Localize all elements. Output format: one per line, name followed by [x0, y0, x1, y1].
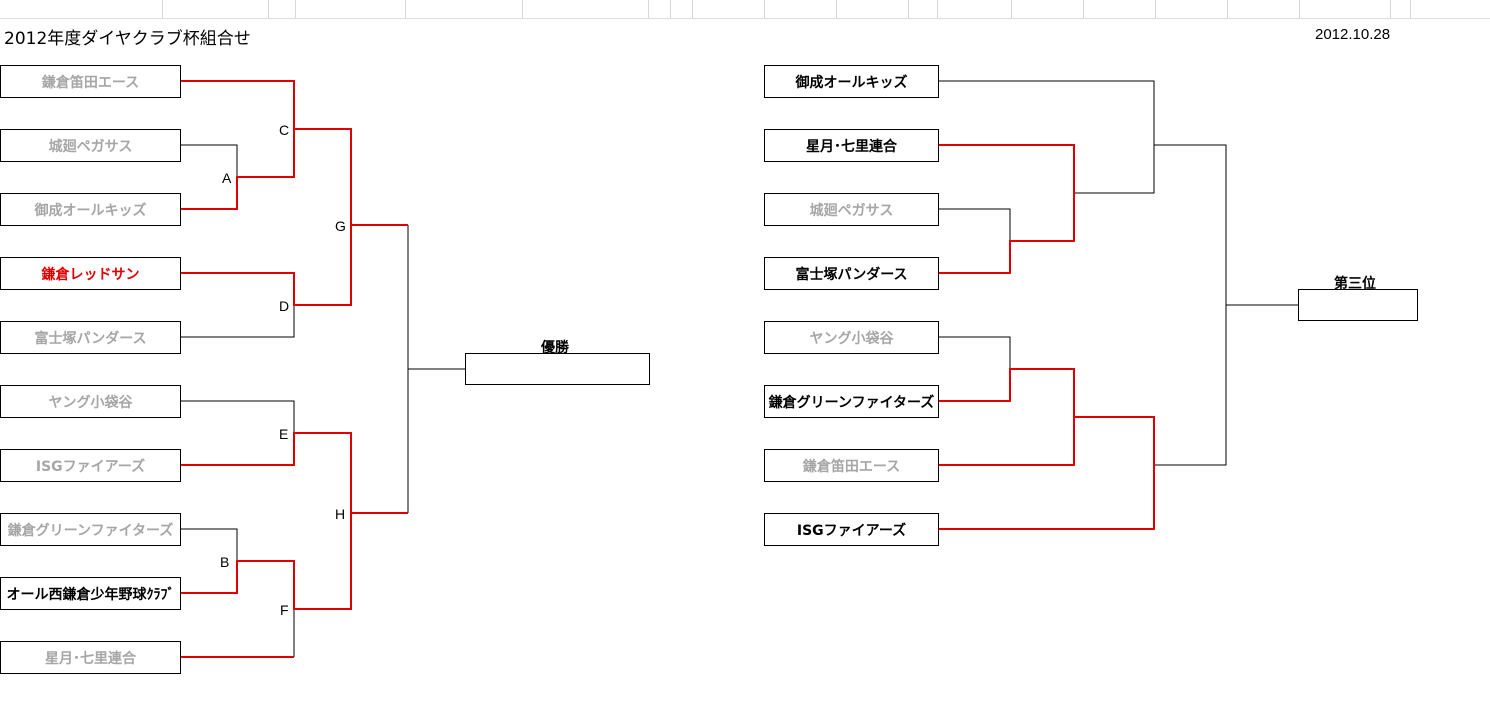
column-divider: [836, 0, 837, 18]
column-divider: [1083, 0, 1084, 18]
column-divider: [648, 0, 649, 18]
date-label: 2012.10.28: [1315, 26, 1391, 43]
left-team-slot[interactable]: 城廻ペガサス: [0, 129, 181, 162]
left-team-slot[interactable]: 御成オールキッズ: [0, 193, 181, 226]
column-divider: [1155, 0, 1156, 18]
winner-lines: [181, 80, 1155, 658]
column-divider: [295, 0, 296, 18]
right-team-slot[interactable]: 城廻ペガサス: [764, 193, 939, 226]
column-divider: [908, 0, 909, 18]
left-team-slot[interactable]: 鎌倉グリーンファイターズ: [0, 513, 181, 546]
plain-lines: [181, 80, 1298, 657]
match-label-a: A: [222, 170, 232, 186]
column-divider: [1227, 0, 1228, 18]
page-title: 2012年度ダイヤクラブ杯組合せ: [4, 29, 251, 49]
champion-box[interactable]: [465, 353, 650, 385]
column-divider: [1011, 0, 1012, 18]
match-label-e: E: [279, 426, 289, 442]
column-divider: [670, 0, 671, 18]
left-team-slot[interactable]: 富士塚パンダース: [0, 321, 181, 354]
match-label-f: F: [280, 602, 289, 618]
match-label-g: G: [335, 218, 346, 234]
column-divider: [1410, 0, 1411, 18]
third-place-box[interactable]: [1298, 289, 1418, 321]
column-divider: [405, 0, 406, 18]
right-team-slot[interactable]: 富士塚パンダース: [764, 257, 939, 290]
match-label-h: H: [335, 506, 346, 522]
match-label-b: B: [220, 554, 230, 570]
right-team-slot[interactable]: 星月･七里連合: [764, 129, 939, 162]
right-team-slot[interactable]: 御成オールキッズ: [764, 65, 939, 98]
left-team-slot[interactable]: ヤング小袋谷: [0, 385, 181, 418]
column-divider: [162, 0, 163, 18]
match-label-d: D: [279, 298, 290, 314]
column-divider: [1299, 0, 1300, 18]
right-team-slot[interactable]: 鎌倉グリーンファイターズ: [764, 385, 939, 418]
left-team-slot[interactable]: ISGファイアーズ: [0, 449, 181, 482]
right-team-slot[interactable]: ヤング小袋谷: [764, 321, 939, 354]
left-team-slot[interactable]: オール西鎌倉少年野球ｸﾗﾌﾞ: [0, 577, 181, 610]
left-team-slot[interactable]: 鎌倉笛田エース: [0, 65, 181, 98]
third-place-label: 第三位: [1334, 276, 1376, 292]
column-divider: [522, 0, 523, 18]
column-divider: [1390, 0, 1391, 18]
column-divider: [692, 0, 693, 18]
column-divider: [937, 0, 938, 18]
match-label-c: C: [279, 122, 290, 138]
column-divider: [764, 0, 765, 18]
column-header-row: [0, 0, 1490, 19]
right-team-slot[interactable]: 鎌倉笛田エース: [764, 449, 939, 482]
left-team-slot[interactable]: 鎌倉レッドサン: [0, 257, 181, 290]
right-team-slot[interactable]: ISGファイアーズ: [764, 513, 939, 546]
left-team-slot[interactable]: 星月･七里連合: [0, 641, 181, 674]
column-divider: [268, 0, 269, 18]
champion-label: 優勝: [541, 340, 569, 356]
